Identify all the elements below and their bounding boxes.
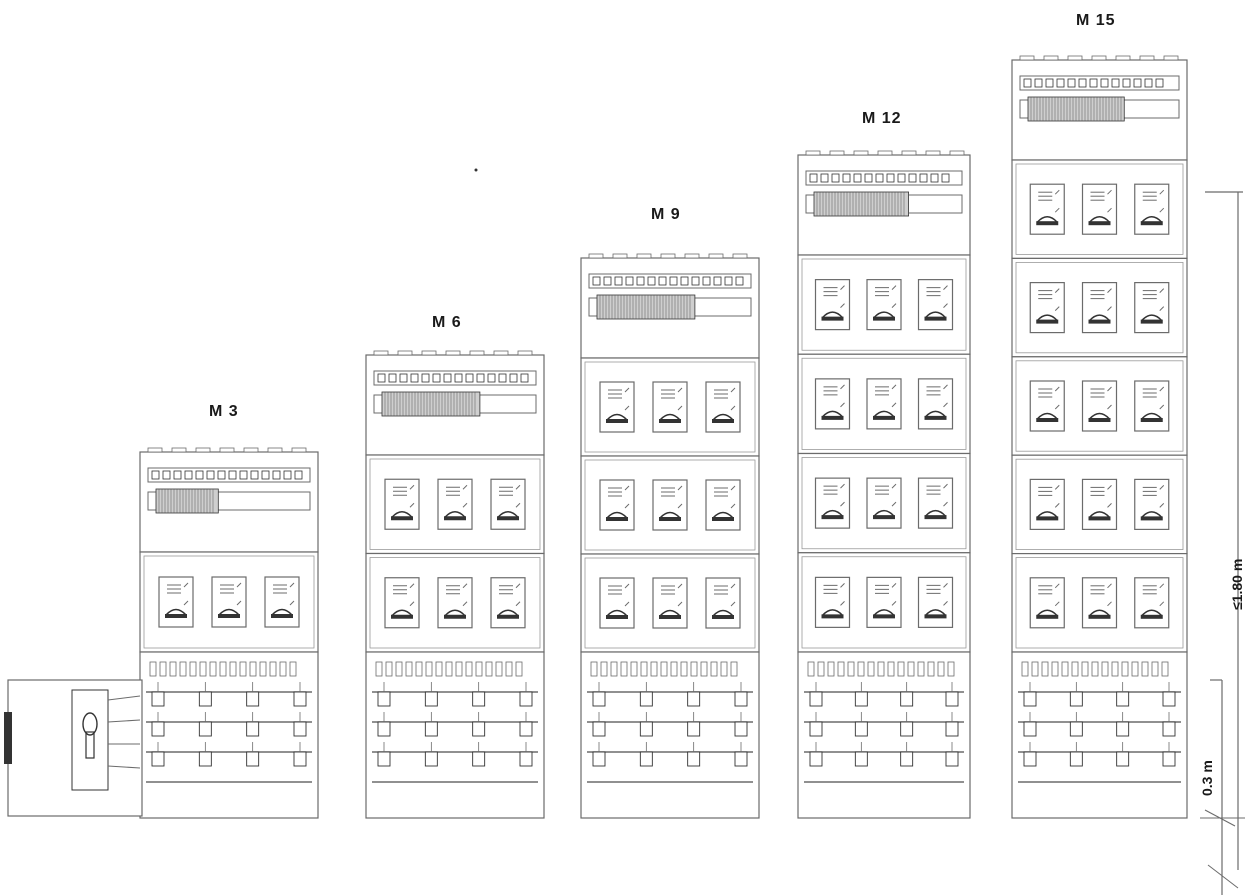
meter-compartment [1011,356,1188,456]
meter-compartment [1011,159,1188,260]
panel-m3 [139,447,319,819]
meter-icon [866,279,902,331]
meter-icon [1134,577,1170,629]
meter-icon [1029,282,1065,334]
panel-m12 [797,150,971,819]
meter-compartment [580,553,760,653]
meter-icon [1029,183,1065,235]
meter-icon [866,378,902,430]
terminal-compartment [580,651,760,819]
meter-icon [652,577,688,629]
meter-icon [599,479,635,531]
meter-icon [917,477,954,529]
terminal-compartment [365,651,545,819]
meter-compartment [139,551,319,653]
meter-icon [917,576,954,628]
meter-icon [1134,478,1170,530]
meter-icon [705,479,741,531]
meter-compartment [365,454,545,555]
meter-icon [1081,282,1118,334]
dimension-slash-base [1207,864,1239,889]
meter-compartment [797,353,971,455]
main-switch-box [4,679,143,817]
panel-label-m9: M 9 [651,206,681,223]
meter-compartment [1011,454,1188,555]
meter-icon [917,378,954,430]
fuse-compartment [365,350,545,456]
panel-m9 [580,253,760,819]
panel-label-m3: M 3 [209,403,239,420]
meter-icon [599,577,635,629]
meter-icon [1134,380,1170,432]
meter-icon [490,478,526,530]
meter-compartment [797,254,971,355]
meter-compartment [1011,257,1188,358]
meter-icon [158,576,194,628]
meter-compartment [580,357,760,457]
meter-icon [814,576,851,628]
meter-icon [211,576,247,628]
meter-compartment [365,552,545,653]
dimension-slash-floor [1204,809,1236,827]
panel-label-m15: M 15 [1076,12,1116,29]
meter-icon [1081,577,1118,629]
fuse-compartment [797,150,971,256]
meter-icon [1029,478,1065,530]
meter-icon [705,381,741,433]
meter-icon [866,576,902,628]
meter-icon [264,576,300,628]
panel-label-m12: M 12 [862,110,902,127]
meter-icon [599,381,635,433]
meter-compartment [797,452,971,554]
meter-icon [384,577,420,629]
stray-mark [474,168,478,172]
fuse-compartment [139,447,319,553]
meter-icon [1081,183,1118,235]
meter-icon [814,378,851,430]
meter-icon [1029,380,1065,432]
dimension-lines [474,168,1245,895]
meter-icon [437,577,473,629]
fuse-compartment [580,253,760,359]
terminal-compartment [139,651,319,819]
meter-icon [814,477,851,529]
meter-icon [1029,577,1065,629]
fuse-compartment [1011,55,1188,161]
meter-icon [384,478,420,530]
panel-m6 [365,350,545,819]
meter-icon [705,577,741,629]
meter-icon [1081,380,1118,432]
dimension-label-bottom-clearance: 0.3 m [1199,760,1215,796]
meter-compartment [1011,552,1188,653]
meter-icon [652,381,688,433]
meter-compartment [797,552,971,653]
meter-icon [866,477,902,529]
terminal-compartment [1011,651,1188,819]
meter-icon [490,577,526,629]
meter-icon [652,479,688,531]
panel-label-m6: M 6 [432,314,462,331]
meter-icon [814,279,851,331]
panel-m15 [1011,55,1188,819]
dimension-label-max-height: ≤1.80 m [1229,558,1245,610]
terminal-compartment [797,651,971,819]
meter-compartment [580,455,760,555]
meter-icon [1081,478,1118,530]
meter-icon [1134,183,1170,235]
meter-icon [1134,282,1170,334]
meter-icon [437,478,473,530]
meter-icon [917,279,954,331]
